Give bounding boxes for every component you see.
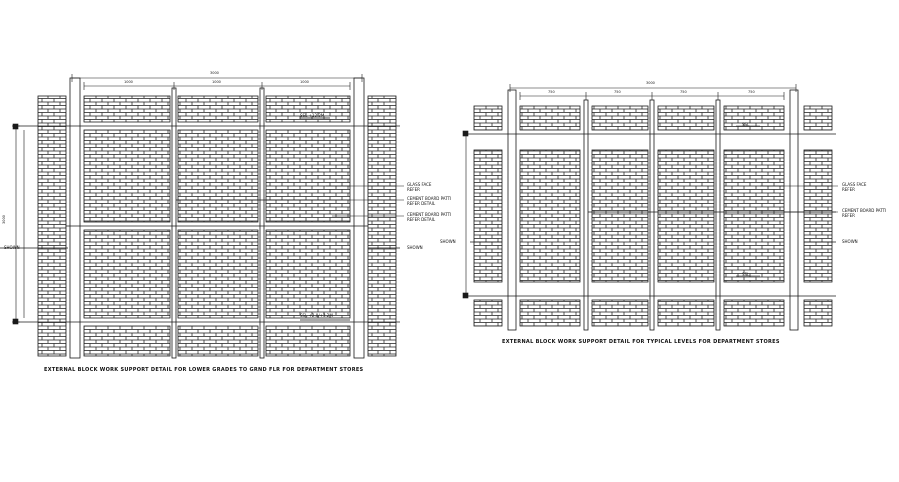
right-bottom-level-note: SSL bbox=[742, 272, 750, 277]
left-callout-board-2: CEMENT BOARD PATTI REFER DETAIL bbox=[407, 212, 451, 222]
right-caption: EXTERNAL BLOCK WORK SUPPORT DETAIL FOR T… bbox=[502, 339, 780, 345]
right-callout-1-line-1: GLASS FACE bbox=[842, 182, 867, 187]
r-left-bottom-block bbox=[473, 299, 503, 327]
r-right-top-block bbox=[803, 105, 833, 131]
right-bay-dim-2: 750 bbox=[614, 90, 621, 94]
left-callout-3-line-2: REFER DETAIL bbox=[407, 217, 436, 222]
left-bay-dim-1: 1000 bbox=[124, 80, 133, 84]
r-mid-2 bbox=[591, 149, 649, 283]
panel-mid-1 bbox=[83, 129, 171, 223]
r-rails bbox=[464, 133, 836, 297]
r-bot-4 bbox=[723, 299, 785, 327]
right-bay-dim-4: 750 bbox=[748, 90, 755, 94]
left-bay-dim-3: 1000 bbox=[300, 80, 309, 84]
top-dimension bbox=[71, 74, 363, 90]
left-callout-2-line-2: REFER DETAIL bbox=[407, 201, 436, 206]
panel-bottom-2 bbox=[177, 325, 259, 357]
detail-right bbox=[462, 84, 838, 331]
left-callout-glass-face: GLASS FACE REFER bbox=[407, 182, 431, 192]
left-height-dimension bbox=[12, 123, 25, 325]
left-callout-2-line-1: CEMENT BOARD PATTI bbox=[407, 196, 452, 201]
right-callout-board: CEMENT BOARD PATTI REFER bbox=[842, 208, 886, 218]
r-top-2 bbox=[591, 105, 649, 131]
right-overall-dim: 3000 bbox=[646, 81, 655, 85]
panel-mid-2 bbox=[177, 129, 259, 223]
r-top-3 bbox=[657, 105, 715, 131]
r-top-4 bbox=[723, 105, 785, 131]
r-top-1 bbox=[519, 105, 581, 131]
left-side-label: SHOWN bbox=[4, 245, 20, 250]
left-bottom-level-note: SSL +2.0/+3.2M bbox=[300, 313, 333, 318]
left-outer-column bbox=[37, 95, 67, 357]
r-leaders bbox=[736, 125, 838, 277]
right-callout-2-line-2: REFER bbox=[842, 213, 855, 218]
r-mid-3 bbox=[657, 149, 715, 283]
r-bot-3 bbox=[657, 299, 715, 327]
right-callout-2-line-1: CEMENT BOARD PATTI bbox=[842, 208, 887, 213]
r-mid-1 bbox=[519, 149, 581, 283]
panel-low-1 bbox=[83, 229, 171, 319]
panel-mid-3 bbox=[265, 129, 351, 223]
panel-top-1 bbox=[83, 95, 171, 123]
r-right-column bbox=[803, 149, 833, 283]
right-side-label: SHOWN bbox=[440, 239, 456, 244]
r-bot-1 bbox=[519, 299, 581, 327]
detail-left bbox=[0, 74, 404, 359]
r-left-dimension bbox=[462, 130, 469, 299]
left-callout-1-line-2: REFER bbox=[407, 187, 420, 192]
horizontal-rails bbox=[0, 117, 400, 323]
left-callout-3-line-1: CEMENT BOARD PATTI bbox=[407, 212, 452, 217]
r-right-bottom-block bbox=[803, 299, 833, 327]
left-bay-dim-2: 1000 bbox=[212, 80, 221, 84]
panel-low-3 bbox=[265, 229, 351, 319]
left-callout-board-1: CEMENT BOARD PATTI REFER DETAIL bbox=[407, 196, 451, 206]
left-overall-dim: 3000 bbox=[210, 71, 219, 75]
r-mid-4 bbox=[723, 149, 785, 283]
panel-top-2 bbox=[177, 95, 259, 123]
right-outer-column bbox=[367, 95, 397, 357]
left-caption: EXTERNAL BLOCK WORK SUPPORT DETAIL FOR L… bbox=[44, 367, 364, 373]
left-top-level-note: SSL +12.2M bbox=[300, 113, 325, 118]
right-top-level-note: SSL bbox=[742, 122, 750, 127]
left-height-dim: 3000 bbox=[2, 215, 6, 224]
right-callout-1-line-2: REFER bbox=[842, 187, 855, 192]
left-callout-1-line-1: GLASS FACE bbox=[407, 182, 432, 187]
right-callout-glass-face: GLASS FACE REFER bbox=[842, 182, 866, 192]
r-left-top-block bbox=[473, 105, 503, 131]
panel-bottom-1 bbox=[83, 325, 171, 357]
panel-bottom-3 bbox=[265, 325, 351, 357]
r-left-column bbox=[473, 149, 503, 283]
panel-low-2 bbox=[177, 229, 259, 319]
r-top-dimension bbox=[509, 84, 797, 100]
right-bay-dim-1: 750 bbox=[548, 90, 555, 94]
left-leaders bbox=[326, 185, 404, 217]
left-right-side-label: SHOWN bbox=[407, 245, 423, 250]
right-right-side-label: SHOWN bbox=[842, 239, 858, 244]
right-bay-dim-3: 750 bbox=[680, 90, 687, 94]
r-bot-2 bbox=[591, 299, 649, 327]
